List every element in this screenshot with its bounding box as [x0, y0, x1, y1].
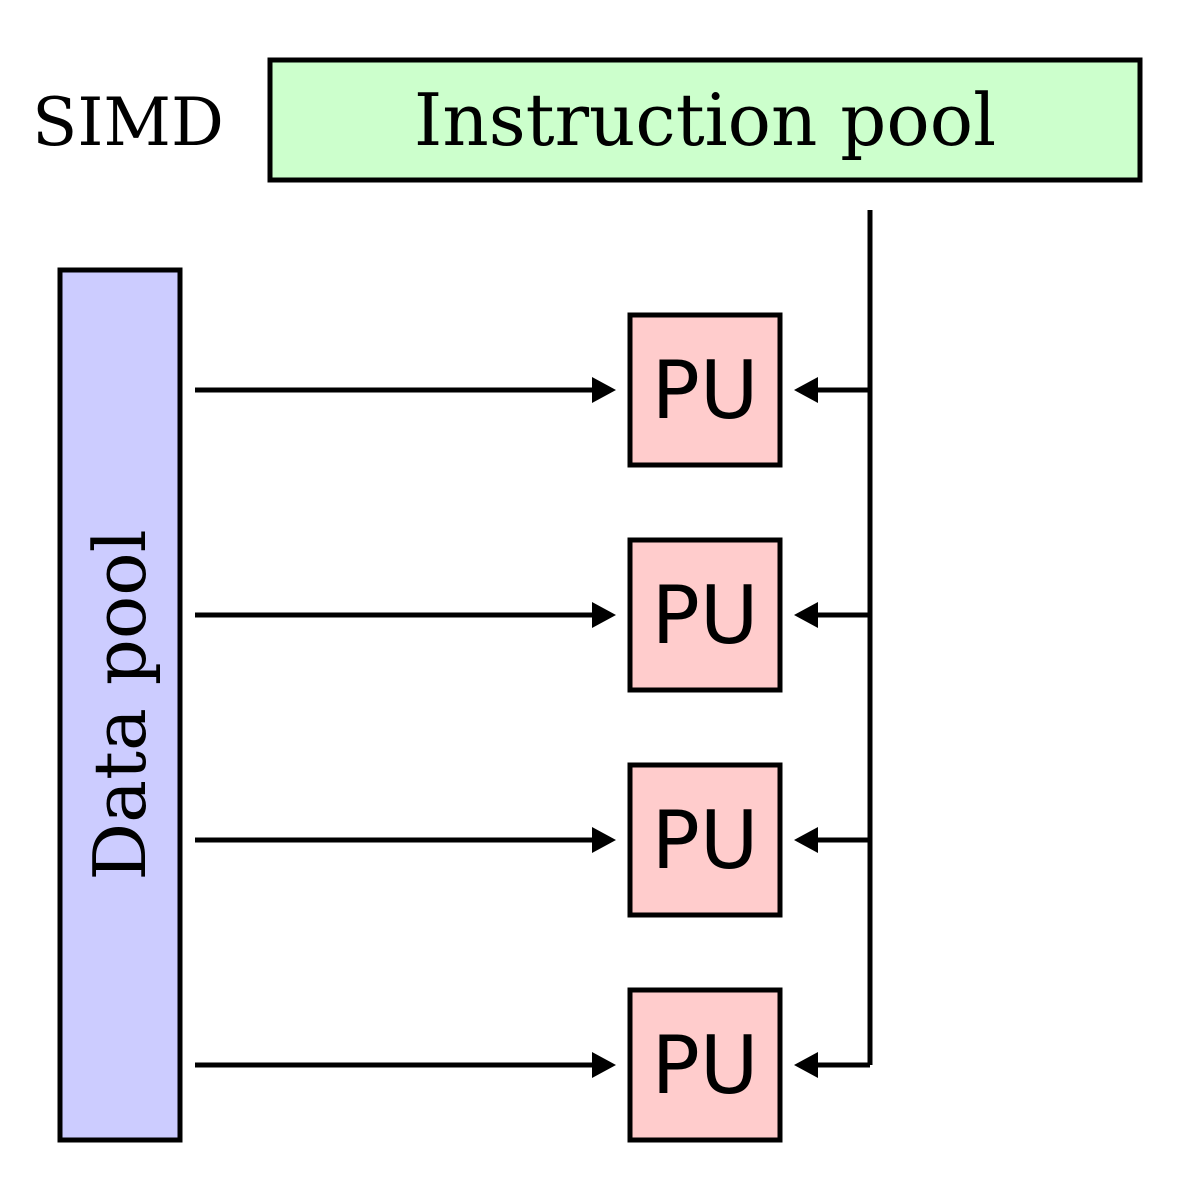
data-arrowhead [592, 377, 616, 403]
instruction-pool: Instruction pool [267, 57, 1143, 183]
pu-box [627, 312, 783, 468]
pu-row: PU [195, 987, 870, 1143]
instruction-arrowhead [794, 827, 818, 853]
diagram-title: SIMD [32, 84, 224, 161]
data-arrowhead [592, 1052, 616, 1078]
pu-box [627, 537, 783, 693]
pu-row: PU [195, 537, 870, 693]
pu-box [627, 987, 783, 1143]
data-pool-label: Data pool [78, 529, 162, 880]
pu-label: PU [652, 569, 759, 662]
pu-row: PU [195, 312, 870, 468]
pu-row: PU [195, 762, 870, 918]
data-arrowhead [592, 602, 616, 628]
instruction-pool-box [267, 57, 1143, 183]
pu-label: PU [652, 1019, 759, 1112]
instruction-arrowhead [794, 602, 818, 628]
data-pool: Data pool [57, 267, 183, 1143]
instruction-pool-label: Instruction pool [414, 78, 996, 162]
data-arrowhead [592, 827, 616, 853]
instruction-arrowhead [794, 1052, 818, 1078]
pu-label: PU [652, 344, 759, 437]
instruction-arrowhead [794, 377, 818, 403]
pu-label: PU [652, 794, 759, 887]
data-pool-box [57, 267, 183, 1143]
pu-box [627, 762, 783, 918]
